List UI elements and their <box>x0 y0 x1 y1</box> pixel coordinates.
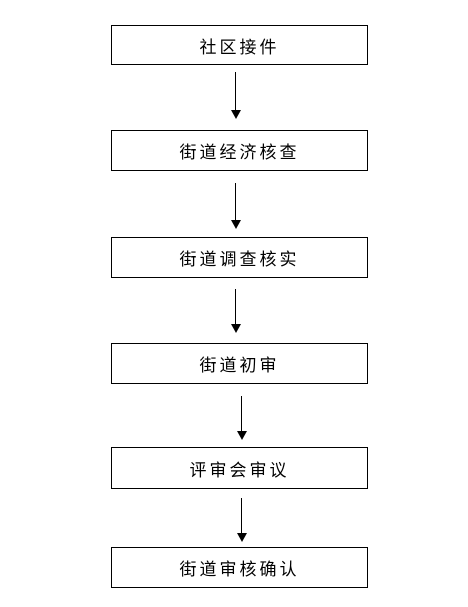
step-label: 街道经济核查 <box>179 143 300 163</box>
step-community-intake-box: 社区接件 <box>111 25 368 65</box>
flow-arrow-down-icon <box>231 289 241 333</box>
step-label: 街道审核确认 <box>179 560 300 580</box>
step-label: 街道调查核实 <box>179 250 300 270</box>
flow-arrow-down-icon <box>237 396 247 440</box>
step-street-investigation-box: 街道调查核实 <box>111 237 368 278</box>
flow-arrow-down-icon <box>231 183 241 229</box>
step-street-final-confirmation-box: 街道审核确认 <box>111 547 368 588</box>
flow-arrow-down-icon <box>237 498 247 542</box>
step-label: 评审会审议 <box>189 460 290 481</box>
flow-arrow-down-icon <box>231 72 241 119</box>
step-street-economic-check-box: 街道经济核查 <box>111 130 368 171</box>
step-label: 社区接件 <box>199 37 280 58</box>
step-street-preliminary-review-box: 街道初审 <box>111 343 368 384</box>
step-review-committee-box: 评审会审议 <box>111 447 368 489</box>
step-label: 街道初审 <box>199 356 280 376</box>
